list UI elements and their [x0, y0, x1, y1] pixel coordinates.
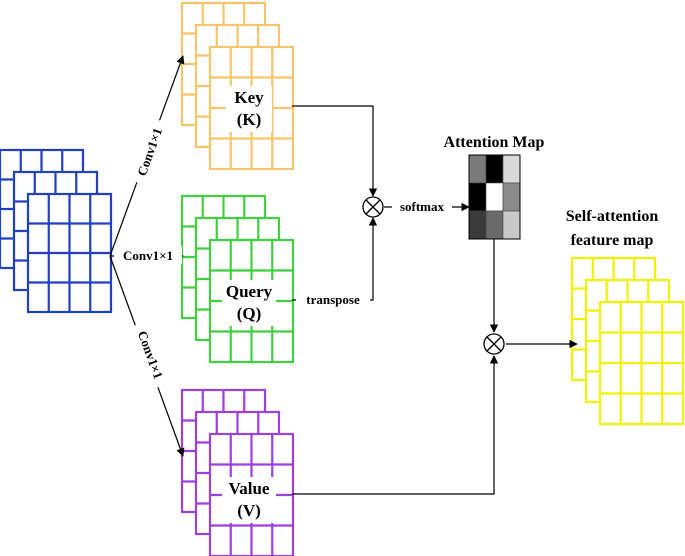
value-feature-map-stack: [180, 388, 295, 556]
key-label-symbol: (K): [237, 110, 262, 129]
attention-map-border: [468, 154, 521, 240]
attention-map-cell: [485, 210, 504, 240]
query-label-group: Query (Q): [222, 280, 276, 326]
value-label-group: Value (V): [222, 477, 276, 523]
output-title-line2: feature map: [571, 232, 654, 249]
query-label: Query: [226, 282, 273, 301]
attention-map-cell: [468, 210, 487, 240]
conv-label-mid: Conv1×1: [123, 248, 173, 263]
value-label-symbol: (V): [237, 501, 261, 520]
softmax-label-group: softmax: [392, 199, 452, 215]
multiply-operator-2: [483, 333, 505, 355]
attention-map-cell: [468, 182, 487, 212]
multiply-operator-1: [362, 196, 384, 218]
key-to-multiply-line: [292, 105, 378, 197]
conv-label-top: Conv1×1: [134, 126, 165, 178]
query-label-symbol: (Q): [237, 304, 262, 323]
query-to-multiply-line: [292, 217, 378, 301]
input-feature-map-stack: [0, 148, 113, 314]
feature-map-sheet: [598, 300, 685, 426]
attention-map-cell: [468, 154, 487, 184]
value-to-multiply-line: [292, 355, 499, 495]
attention-map-title: Attention Map: [444, 134, 545, 151]
attention-map-cell: [502, 154, 521, 184]
attention-map-cell: [485, 182, 504, 212]
transpose-label: transpose: [306, 292, 360, 307]
kq-connection-lines: [292, 105, 578, 495]
value-label: Value: [229, 479, 270, 498]
output-title-line1: Self-attention: [566, 208, 659, 225]
conv-label-mid-group: Conv1×1: [114, 246, 182, 264]
transpose-label-group: transpose: [296, 292, 370, 308]
key-label: Key: [234, 88, 264, 107]
conv-label-bottom-group: Conv1×1: [131, 320, 171, 389]
attention-map-grid: [468, 154, 521, 240]
conv-label-bottom: Conv1×1: [135, 329, 166, 381]
feature-map-sheet: [26, 192, 113, 314]
query-feature-map-stack: [180, 194, 295, 364]
attention-map-cell: [502, 210, 521, 240]
conv-label-top-group: Conv1×1: [129, 117, 169, 186]
key-label-group: Key (K): [226, 86, 272, 132]
softmax-label: softmax: [400, 199, 445, 214]
output-feature-map-stack: [570, 256, 685, 426]
attention-map-cell: [485, 154, 504, 184]
attention-map-cell: [502, 182, 521, 212]
